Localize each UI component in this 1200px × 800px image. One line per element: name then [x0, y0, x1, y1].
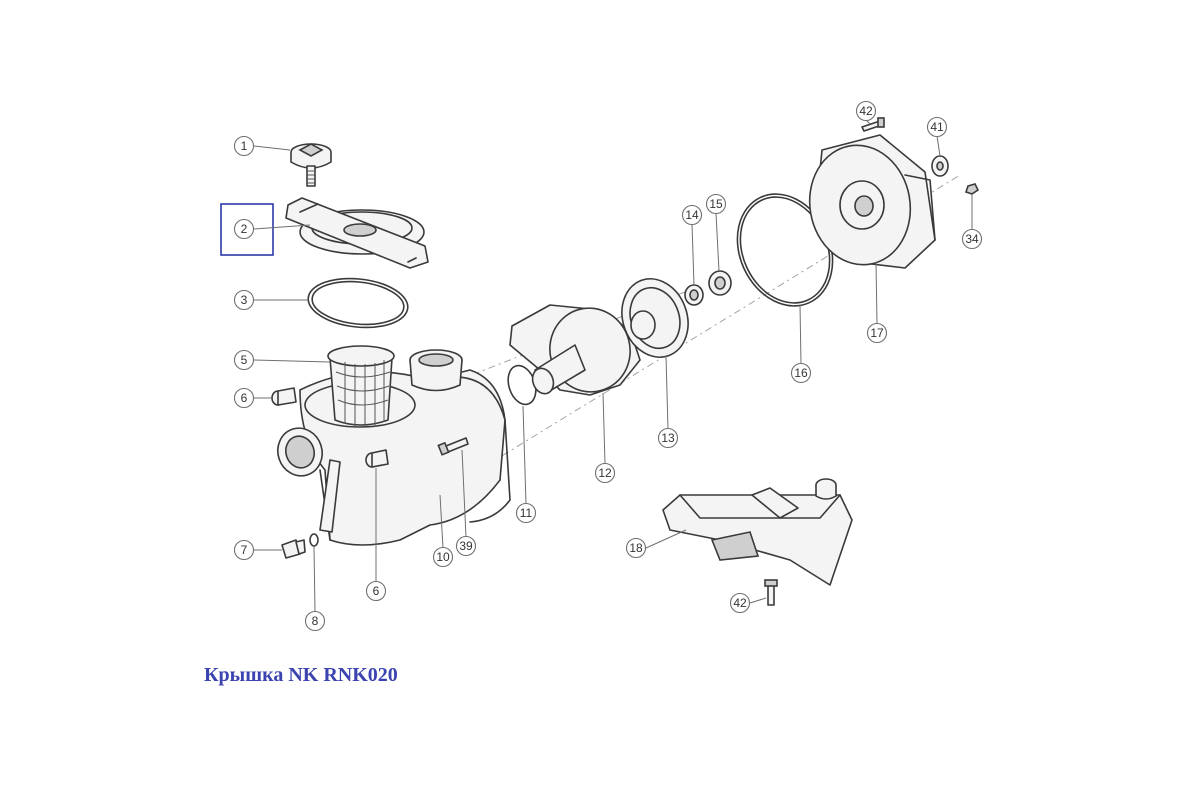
part-34-nut	[964, 183, 980, 195]
callout-8-label: 8	[312, 614, 319, 628]
part-5-strainer-basket	[327, 345, 395, 427]
callout-42-bottom-label: 42	[733, 596, 747, 610]
callout-42-top-label: 42	[859, 104, 873, 118]
part-41-washer	[931, 155, 949, 177]
callout-16-label: 16	[794, 366, 808, 380]
callout-1[interactable]: 1	[233, 135, 291, 157]
part-14-seal	[684, 284, 704, 306]
callout-8[interactable]: 8	[304, 546, 326, 632]
callout-34[interactable]: 34	[961, 195, 983, 250]
callout-3-label: 3	[241, 293, 248, 307]
part-42-screw-top	[861, 117, 885, 132]
part-1-knob	[290, 143, 332, 187]
callout-1-label: 1	[241, 139, 248, 153]
callout-5-label: 5	[241, 353, 248, 367]
callout-16[interactable]: 16	[790, 304, 812, 384]
callout-11-label: 11	[520, 506, 533, 520]
part-2-lid	[285, 197, 429, 269]
outlet-union-top	[409, 349, 463, 392]
assembly-axis	[429, 174, 961, 501]
part-3-o-ring-inner	[311, 280, 405, 326]
part-8-small-o-ring	[309, 533, 319, 547]
callout-17[interactable]: 17	[866, 261, 888, 344]
callout-6-upper[interactable]: 6	[233, 387, 273, 409]
callout-7[interactable]: 7	[233, 539, 283, 561]
part-12-diffuser	[509, 304, 641, 396]
callout-6-lower[interactable]: 6	[365, 468, 387, 602]
callout-14-label: 14	[685, 208, 699, 222]
part-caption: Крышка NK RNK020	[204, 664, 398, 686]
inlet-union-left	[277, 427, 341, 533]
callout-39[interactable]: 39	[455, 449, 477, 557]
part-18-base	[662, 478, 853, 586]
part-15-bearing	[708, 270, 732, 296]
callout-15[interactable]: 15	[705, 193, 727, 272]
callout-6-upper-label: 6	[241, 391, 248, 405]
callout-41[interactable]: 41	[926, 116, 948, 157]
callout-13[interactable]: 13	[657, 355, 679, 449]
part-17-flange-plate	[808, 134, 936, 269]
callout-7-label: 7	[241, 543, 248, 557]
callout-39-label: 39	[459, 539, 473, 553]
callout-42-bottom[interactable]: 42	[729, 592, 767, 614]
assembly-axis-secondary	[329, 289, 691, 431]
callout-6-lower-label: 6	[373, 584, 380, 598]
callout-12-label: 12	[598, 466, 612, 480]
part-6-plug-upper	[271, 387, 297, 406]
highlight-box-part-2	[220, 203, 274, 256]
callout-10[interactable]: 10	[432, 494, 454, 568]
part-6-plug-lower	[365, 449, 389, 468]
part-39-bolt	[437, 437, 469, 456]
part-7-drain-plug	[281, 539, 306, 559]
callout-14[interactable]: 14	[681, 204, 703, 286]
callout-11[interactable]: 11	[515, 405, 537, 524]
callout-13-label: 13	[661, 431, 675, 445]
callout-10-label: 10	[436, 550, 450, 564]
part-42-screw-bottom	[764, 579, 778, 606]
callout-17-label: 17	[870, 326, 884, 340]
callout-5[interactable]: 5	[233, 349, 331, 371]
callout-3[interactable]: 3	[233, 289, 309, 311]
callout-41-label: 41	[930, 120, 944, 134]
callout-18-label: 18	[629, 541, 643, 555]
callout-42-top[interactable]: 42	[855, 100, 877, 125]
callout-34-label: 34	[965, 232, 979, 246]
callout-2-label: 2	[241, 222, 248, 236]
callout-12[interactable]: 12	[594, 392, 616, 484]
part-13-impeller	[621, 278, 689, 358]
part-3-o-ring	[307, 277, 409, 329]
callout-15-label: 15	[709, 197, 723, 211]
callout-2[interactable]: 2	[233, 218, 311, 240]
callout-18[interactable]: 18	[625, 529, 687, 559]
